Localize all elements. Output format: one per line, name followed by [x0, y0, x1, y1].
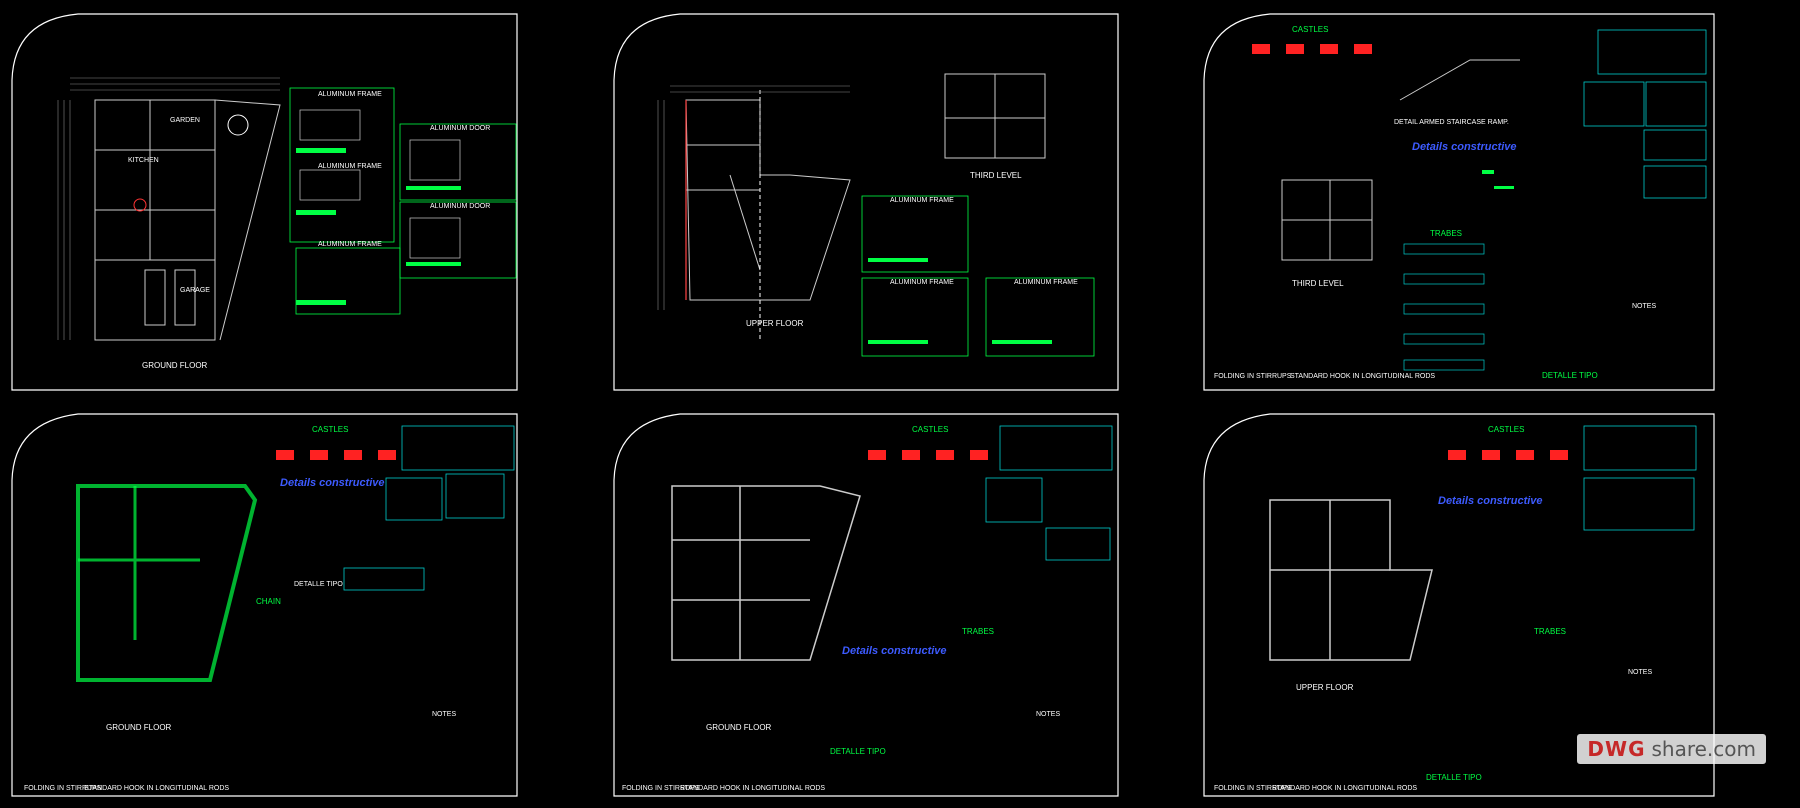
s5-notes: NOTES: [1036, 711, 1060, 718]
s4-detail-tipo: DETALLE TIPO: [294, 581, 343, 588]
s6-trabes: TRABES: [1534, 627, 1566, 636]
sheet-ground-floor-plan: ALUMINUM FRAME ALUMINUM FRAME ALUMINUM F…: [11, 13, 518, 391]
s5-detail-tipo: DETALLE TIPO: [830, 747, 886, 756]
s3-trabes: TRABES: [1430, 229, 1462, 238]
s6-hook: STANDARD HOOK IN LONGITUDINAL RODS: [1272, 785, 1417, 792]
s4-detail-blue: Details constructive: [280, 477, 385, 489]
s5-trabes: TRABES: [962, 627, 994, 636]
s1-room-kitchen: KITCHEN: [128, 157, 159, 164]
sheet-third-level-structure: CASTLES DETAIL ARMED STAIRCASE RAMP. Det…: [1203, 13, 1715, 391]
s6-title: UPPER FLOOR: [1296, 683, 1354, 692]
s4-title: GROUND FLOOR: [106, 723, 172, 732]
s2-title: UPPER FLOOR: [746, 319, 804, 328]
s3-notes: NOTES: [1632, 303, 1656, 310]
s6-detail-blue: Details constructive: [1438, 495, 1543, 507]
s1-panel-5: ALUMINUM DOOR: [430, 203, 490, 210]
sheet-upper-floor-plan: ALUMINUM FRAME ALUMINUM FRAME ALUMINUM F…: [613, 13, 1119, 391]
sheet-ground-floor-columns: CASTLES Details constructive TRABES DETA…: [613, 413, 1119, 797]
s4-chain: CHAIN: [256, 597, 281, 606]
s3-detail-blue: Details constructive: [1412, 141, 1517, 153]
s1-panel-1: ALUMINUM FRAME: [318, 91, 382, 98]
s3-hook: STANDARD HOOK IN LONGITUDINAL RODS: [1290, 373, 1435, 380]
s1-room-garage: GARAGE: [180, 287, 210, 294]
s3-title: THIRD LEVEL: [1292, 279, 1344, 288]
s1-panel-2: ALUMINUM FRAME: [318, 163, 382, 170]
s5-hook: STANDARD HOOK IN LONGITUDINAL RODS: [680, 785, 825, 792]
s4-hook: STANDARD HOOK IN LONGITUDINAL RODS: [84, 785, 229, 792]
s5-title: GROUND FLOOR: [706, 723, 772, 732]
sheet-upper-floor-columns: CASTLES Details constructive TRABES DETA…: [1203, 413, 1715, 797]
s3-detail-tipo: DETALLE TIPO: [1542, 371, 1598, 380]
s1-panel-4: ALUMINUM DOOR: [430, 125, 490, 132]
s3-staircase: DETAIL ARMED STAIRCASE RAMP.: [1394, 119, 1509, 126]
s3-heading: CASTLES: [1292, 25, 1328, 34]
watermark-brand-a: DWG: [1587, 737, 1646, 761]
s5-detail-blue: Details constructive: [842, 645, 947, 657]
s2-panel-2: ALUMINUM FRAME: [890, 279, 954, 286]
s1-panel-3: ALUMINUM FRAME: [318, 241, 382, 248]
s3-stirrups: FOLDING IN STIRRUPS: [1214, 373, 1292, 380]
s5-stirrups: FOLDING IN STIRRUPS: [622, 785, 700, 792]
s1-title: GROUND FLOOR: [142, 361, 208, 370]
s1-room-garden: GARDEN: [170, 117, 200, 124]
dwgshare-watermark: DWG share.com: [1577, 734, 1766, 764]
s6-heading: CASTLES: [1488, 425, 1524, 434]
s6-stirrups: FOLDING IN STIRRUPS: [1214, 785, 1292, 792]
s4-notes: NOTES: [432, 711, 456, 718]
s2-panel-1: ALUMINUM FRAME: [890, 197, 954, 204]
s4-stirrups: FOLDING IN STIRRUPS: [24, 785, 102, 792]
s4-heading: CASTLES: [312, 425, 348, 434]
s6-notes: NOTES: [1628, 669, 1652, 676]
s6-detail-tipo: DETALLE TIPO: [1426, 773, 1482, 782]
s5-heading: CASTLES: [912, 425, 948, 434]
s2-subtitle: THIRD LEVEL: [970, 171, 1022, 180]
s2-panel-3: ALUMINUM FRAME: [1014, 279, 1078, 286]
sheet-ground-floor-structure: CASTLES Details constructive CHAIN DETAL…: [11, 413, 518, 797]
watermark-brand-b: share.com: [1651, 737, 1756, 761]
